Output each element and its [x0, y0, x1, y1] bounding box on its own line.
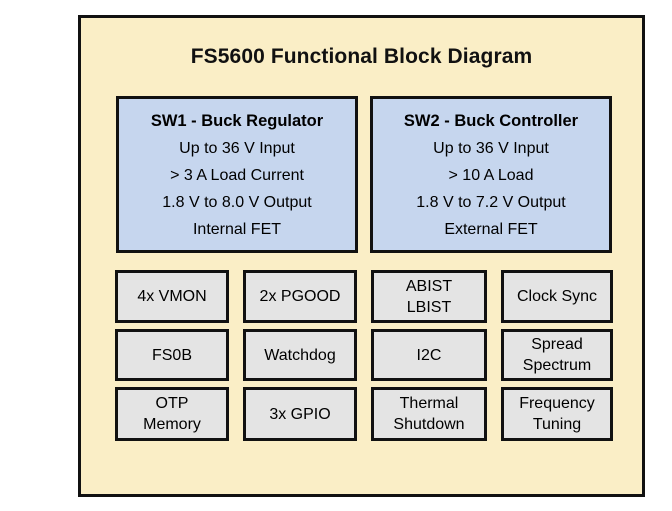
- feature-block-label: FS0B: [151, 346, 192, 364]
- block-sw2-heading: SW2 - Buck Controller: [403, 112, 579, 130]
- feature-block-pgood: 2x PGOOD: [243, 270, 357, 323]
- feature-block-gpio: 3x GPIO: [243, 387, 357, 441]
- feature-block-abist-lbist: ABIST LBIST: [371, 270, 487, 323]
- block-sw1-line-3: 1.8 V to 8.0 V Output: [162, 194, 312, 211]
- feature-block-fs0b: FS0B: [115, 329, 229, 381]
- feature-block-thermal-shutdown: Thermal Shutdown: [371, 387, 487, 441]
- feature-block-watchdog: Watchdog: [243, 329, 357, 381]
- feature-block-label: Spread: [531, 336, 583, 353]
- feature-block-label: 3x GPIO: [269, 405, 331, 423]
- feature-block-otp-memory: OTP Memory: [115, 387, 229, 441]
- feature-block-spread-spectrum: Spread Spectrum: [501, 329, 613, 381]
- block-sw2-line-1: Up to 36 V Input: [433, 140, 549, 157]
- feature-block-label: Watchdog: [264, 346, 336, 364]
- block-sw2-line-3: 1.8 V to 7.2 V Output: [416, 194, 566, 211]
- feature-block-clock-sync: Clock Sync: [501, 270, 613, 323]
- feature-block-label: 4x VMON: [137, 288, 207, 305]
- feature-block-label: 2x PGOOD: [259, 288, 341, 305]
- block-sw1-heading: SW1 - Buck Regulator: [150, 112, 324, 130]
- feature-block-label: Thermal: [399, 395, 459, 412]
- block-sw1-line-2: > 3 A Load Current: [170, 167, 304, 184]
- feature-block-label-second: Memory: [143, 416, 201, 433]
- feature-block-label-second: Shutdown: [393, 416, 465, 433]
- feature-block-label-second: LBIST: [406, 298, 452, 316]
- block-sw2-buck-controller: SW2 - Buck Controller Up to 36 V Input >…: [370, 96, 612, 253]
- page-title: FS5600 Functional Block Diagram: [190, 45, 533, 68]
- feature-block-i2c: I2C: [371, 329, 487, 381]
- block-sw2-line-4: External FET: [444, 221, 538, 238]
- feature-block-label-second: Spectrum: [522, 357, 592, 374]
- feature-block-grid: 4x VMON 2x PGOOD ABIST LBIST Clock Sync …: [115, 270, 615, 448]
- block-sw2-line-2: > 10 A Load: [448, 167, 534, 184]
- block-diagram-frame: FS5600 Functional Block Diagram SW1 - Bu…: [78, 15, 645, 497]
- feature-block-label: ABIST: [405, 277, 453, 295]
- block-sw1-line-4: Internal FET: [192, 221, 282, 238]
- feature-block-frequency-tuning: Frequency Tuning: [501, 387, 613, 441]
- feature-block-label: Frequency: [519, 395, 595, 412]
- feature-block-label: I2C: [416, 346, 442, 364]
- feature-block-vmon: 4x VMON: [115, 270, 229, 323]
- feature-block-label: Clock Sync: [516, 288, 598, 305]
- block-sw1-buck-regulator: SW1 - Buck Regulator Up to 36 V Input > …: [116, 96, 358, 253]
- feature-block-label-second: Tuning: [532, 416, 582, 433]
- block-sw1-line-1: Up to 36 V Input: [179, 140, 295, 157]
- feature-block-label: OTP: [155, 395, 189, 412]
